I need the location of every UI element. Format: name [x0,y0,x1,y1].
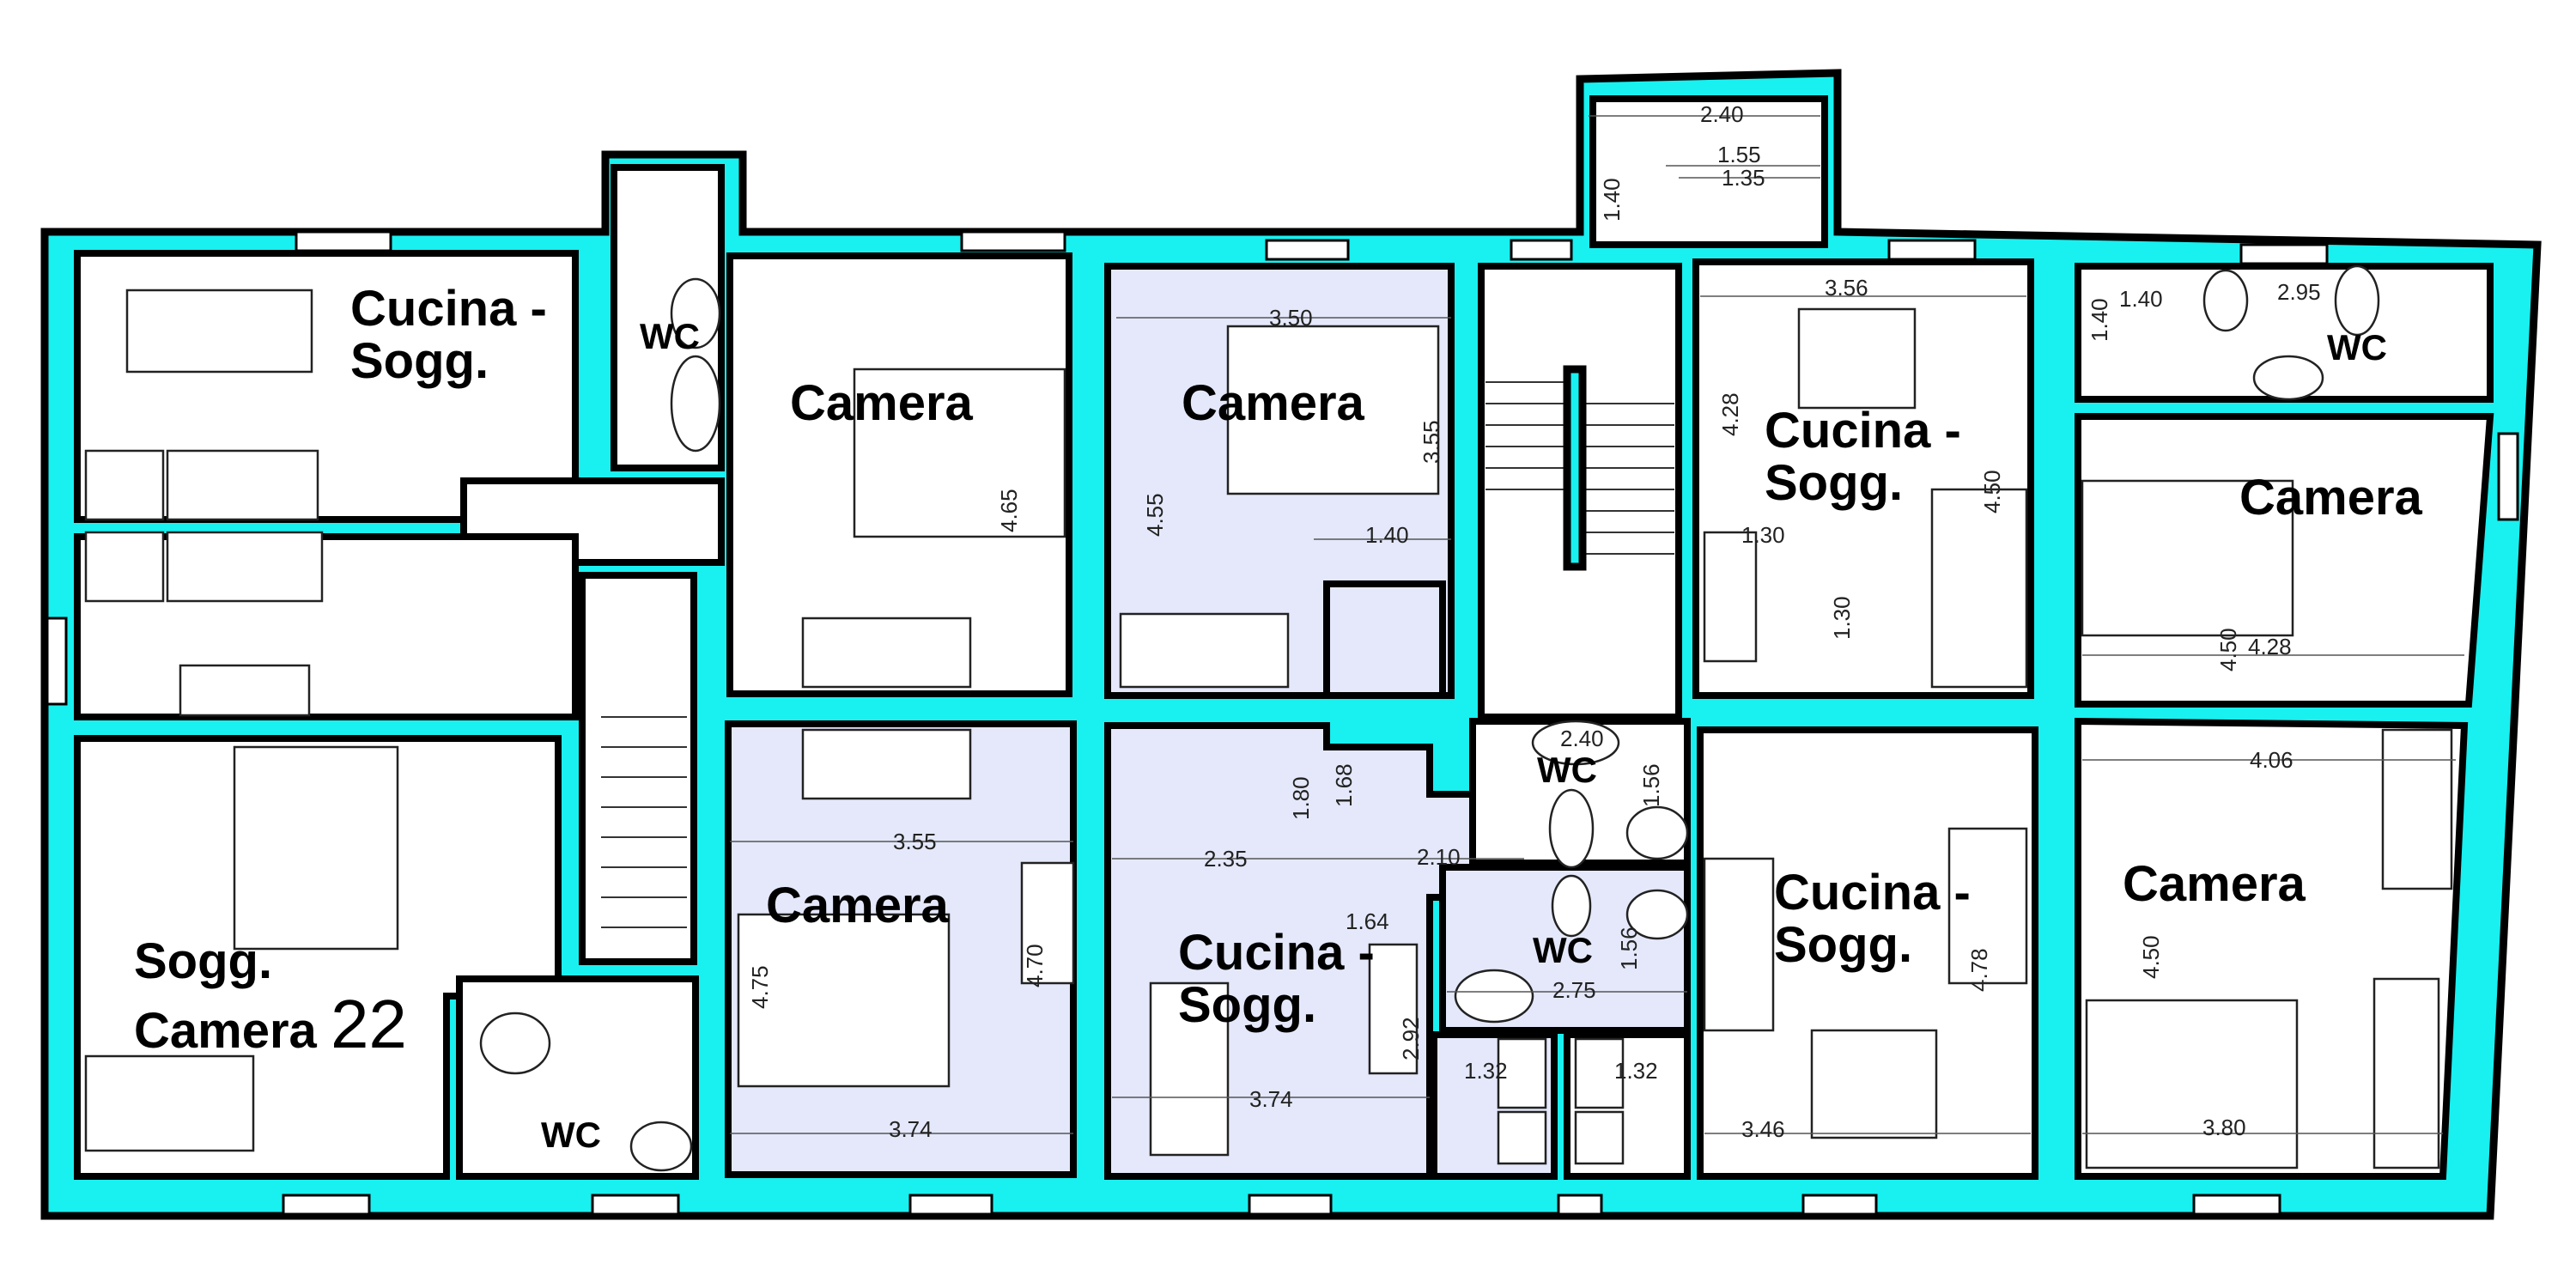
stair-left [579,572,697,965]
room-label-line: Sogg. [134,933,273,989]
dim-cam-top-mid-1-40: 1.40 [1365,522,1409,548]
dim-kitchenette-1-32b: 1.32 [1614,1058,1658,1084]
dim-wc-mid-2-40: 2.40 [1560,726,1604,751]
dim-cuc-top-right-3-56: 3.56 [1825,275,1868,301]
dimension-lines [730,115,2464,1134]
room-label-sogg-camera-22: Sogg. Camera 22 [134,933,407,1062]
dim-wc-mid-2-75: 2.75 [1552,977,1596,1003]
dim-cam-bottom-left-3-55: 3.55 [893,829,937,854]
room-label-line: Cucina - [1765,403,1961,459]
dim-cuc-top-right-4-50: 4.50 [1979,470,2005,513]
dim-cam-bottom-left-4-70: 4.70 [1022,944,1048,987]
room-label-line: Cucina - [1774,865,1971,920]
dim-cam-bottom-right-3-80: 3.80 [2202,1115,2246,1140]
room-annex-top [1589,95,1828,248]
dim-cam-bottom-left-3-74: 3.74 [889,1116,933,1142]
dim-cuc-top-right-1-30a: 1.30 [1741,522,1785,548]
room-label-camera-bottom-left: Camera [766,878,949,933]
room-label-camera-top-mid: Camera [1182,375,1364,431]
dim-cam-bottom-right-4-50: 4.50 [2138,935,2164,979]
dim-cam-top-right-4-28: 4.28 [2248,634,2292,659]
dim-wc-top-right-2-95: 2.95 [2277,279,2321,305]
dim-wc-mid-1-56a: 1.56 [1638,763,1664,807]
dim-cuc-bottom-mid-1-64: 1.64 [1346,908,1389,934]
dim-cuc-bottom-mid-3-74: 3.74 [1249,1086,1293,1112]
room-label-line: Cucina - [1178,925,1375,981]
dim-annex-1-55: 1.55 [1717,142,1761,167]
dim-cuc-bottom-mid-2-35: 2.35 [1204,846,1248,872]
room-label-line: Sogg. [1774,916,1913,973]
closet-top-mid [1323,580,1446,699]
room-label-wc-bottom-left: WC [541,1115,601,1155]
dim-kitchenette-1-32a: 1.32 [1464,1058,1508,1084]
room-label-wc-mid-upper: WC [1537,750,1597,790]
dim-cam-top-left-4-65: 4.65 [996,489,1022,532]
dim-annex-1-40: 1.40 [1599,178,1625,222]
dim-wc-top-right-1-40v: 1.40 [2087,298,2112,342]
room-label-line: Sogg. [1178,976,1317,1033]
dim-annex-2-40: 2.40 [1700,101,1744,127]
dim-wc-mid-1-56b: 1.56 [1616,927,1642,970]
dim-cam-top-right-4-50: 4.50 [2215,628,2241,671]
room-label-line: Cucina - [350,281,547,337]
windows [46,230,2519,1216]
dim-wc-top-right-1-40h: 1.40 [2119,286,2163,312]
room-label-wc-top-right: WC [2327,327,2387,368]
room-label-wc-mid-lower: WC [1533,930,1593,970]
room-label-camera-top-left: Camera [790,375,973,431]
room-label-wc-top-left: WC [640,316,700,356]
room-label-cucina-sogg-top-left: Cucina - Sogg. [350,283,547,388]
room-label-line: Sogg. [1765,454,1904,511]
room-label-cucina-sogg-top-right: Cucina - Sogg. [1765,403,1961,511]
dim-cuc-bottom-mid-2-10: 2.10 [1417,844,1461,870]
furniture [84,264,2453,1172]
room-label-cucina-sogg-bottom-mid: Cucina - Sogg. [1178,927,1375,1032]
room-label-camera-bottom-right: Camera [2123,856,2306,912]
dim-cam-top-mid-3-55: 3.55 [1419,420,1444,464]
dim-cuc-bottom-right-3-46: 3.46 [1741,1116,1785,1142]
dim-cuc-bottom-mid-1-80: 1.80 [1288,776,1314,820]
apartment-number: 22 [330,985,407,1062]
dim-cam-bottom-right-4-06: 4.06 [2250,747,2293,773]
room-label-camera-top-right: Camera [2239,470,2422,526]
room-label-line: Camera [134,1002,317,1059]
dim-cuc-top-right-4-28: 4.28 [1717,392,1743,436]
room-label-line: Sogg. [350,332,489,389]
dim-cuc-bottom-mid-2-92: 2.92 [1398,1017,1424,1060]
dim-cuc-bottom-right-4-78: 4.78 [1966,948,1992,992]
dim-cam-bottom-left-4-75: 4.75 [747,965,773,1009]
room-wc-bottom-left [456,975,699,1180]
dim-cam-top-mid-4-55: 4.55 [1142,493,1168,537]
dim-cuc-top-right-1-30b: 1.30 [1829,596,1855,640]
dim-annex-1-35: 1.35 [1722,165,1765,191]
dim-cam-top-mid-3-50: 3.50 [1269,305,1313,331]
room-label-cucina-sogg-bottom-right: Cucina - Sogg. [1774,865,1971,973]
dim-cuc-bottom-mid-1-68: 1.68 [1331,763,1357,807]
